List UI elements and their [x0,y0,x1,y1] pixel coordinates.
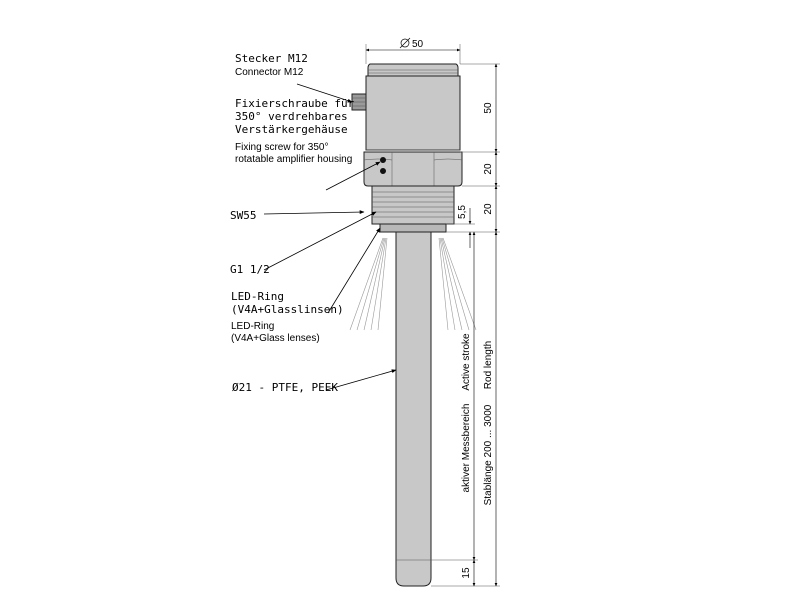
label-led-en-1: LED-Ring [231,321,274,332]
label-thread: G1 1/2 [230,263,270,276]
label-led-en-2: (V4A+Glass lenses) [231,333,320,344]
dim-thread-height: 20 [483,203,494,215]
leader-lines [263,83,397,391]
label-led-de-1: LED-Ring [231,290,284,303]
led-light-rays [349,237,477,331]
label-hex: SW55 [230,209,257,222]
label-rod-material: Ø21 - PTFE, PEEK [232,381,338,394]
label-screw-de-1: Fixierschraube für [235,97,355,110]
dim-rod-de: Stablänge 200 ... 3000 [483,404,494,505]
dim-active-de: aktiver Messbereich [461,404,472,493]
label-screw-de-3: Verstärkergehäuse [235,123,348,136]
dim-diameter-value: 50 [412,39,424,50]
label-connector-en: Connector M12 [235,67,304,78]
amplifier-housing [365,75,461,151]
led-ring [379,223,447,233]
dim-hex-height: 20 [483,163,494,175]
label-connector-de: Stecker M12 [235,52,308,65]
dim-rod-en: Rod length [483,341,494,389]
label-screw-de-2: 350° verdrehbares [235,110,348,123]
dim-housing-height: 50 [483,102,494,114]
dimension-lines [365,44,500,587]
label-led-de-2: (V4A+Glasslinsen) [231,303,344,316]
thread-g1-1-2 [371,185,455,225]
dim-diameter: 50 [399,37,424,50]
dim-tip: 15 [461,567,472,579]
sensor-body [351,63,463,587]
dim-ring-height: 5,5 [457,205,468,219]
connector-m12 [351,93,367,111]
label-screw-en-2: rotatable amplifier housing [235,154,352,165]
hex-nut [363,151,463,187]
probe-rod [395,231,432,587]
fixing-screw [380,157,386,163]
dim-active-en: Active stroke [461,333,472,391]
label-screw-en-1: Fixing screw for 350° [235,142,328,153]
